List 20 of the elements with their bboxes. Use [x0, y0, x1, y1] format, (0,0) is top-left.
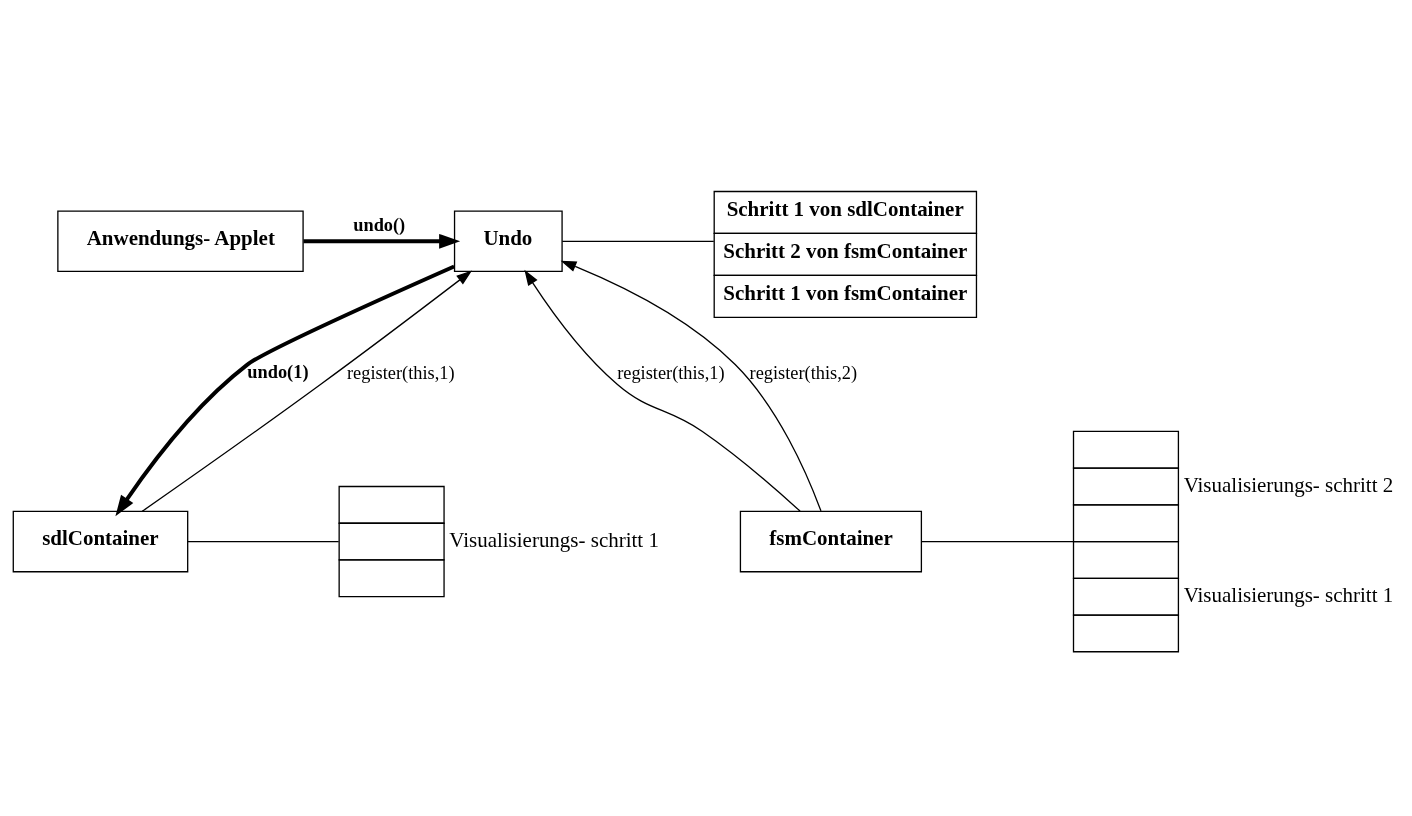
arrow	[115, 264, 455, 516]
connector	[187, 540, 340, 542]
node-box: Anwendungs- Applet	[57, 210, 304, 272]
edge-label: register(this,1)	[347, 362, 455, 383]
edge-label: register(this,2)	[749, 362, 858, 383]
connector	[920, 540, 1074, 542]
node-label: Visualisierungs- schritt 1	[449, 527, 659, 552]
node-label: Visualisierungs- schritt 1	[1183, 582, 1394, 607]
arrow	[303, 233, 461, 249]
arrow	[560, 260, 822, 512]
node-label: Visualisierungs- schritt 2	[1183, 472, 1394, 497]
edge-label: undo(1)	[247, 361, 309, 382]
arrow	[141, 270, 473, 512]
edge-label: undo()	[353, 214, 406, 235]
node-box: sdlContainer	[12, 510, 189, 572]
arrow	[524, 269, 801, 512]
connector	[561, 240, 715, 242]
edge-label: register(this,1)	[617, 362, 725, 383]
node-box: Undo	[453, 210, 563, 272]
node-box: fsmContainer	[739, 510, 923, 572]
